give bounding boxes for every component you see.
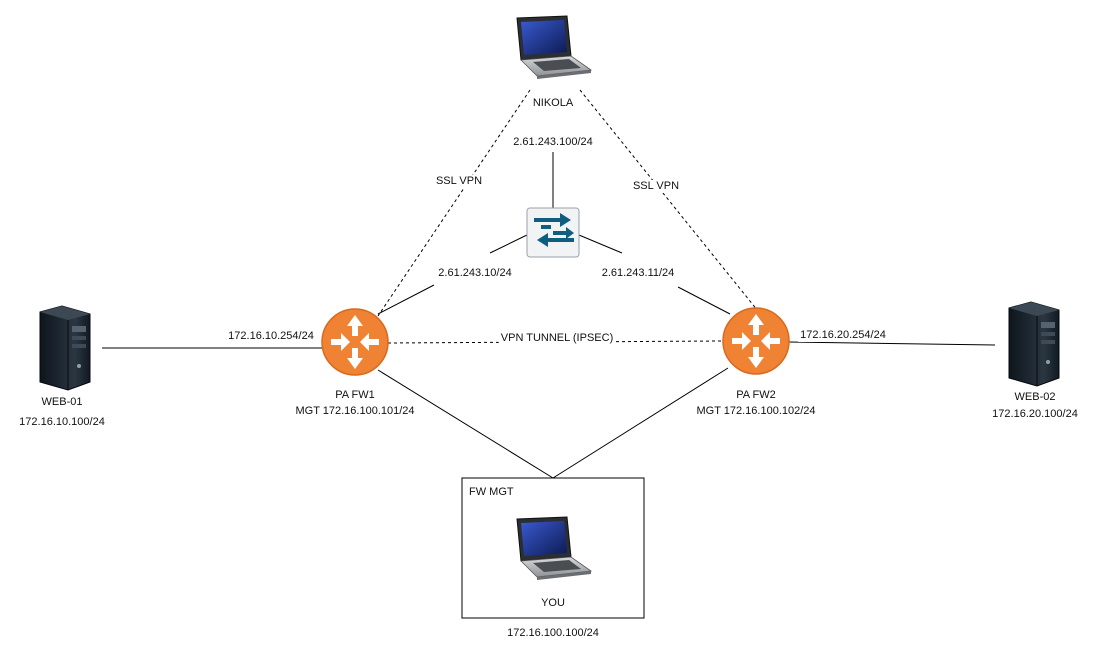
ssl-vpn-left-link [377,89,531,317]
ssl-vpn-right-link [579,89,759,312]
link-fw2-web02 [788,341,996,346]
switch-left-ip: 2.61.243.10/24 [436,267,514,280]
link-switch-fw2-a [578,234,623,254]
server-icon [39,305,91,391]
link-switch-fw2-b [677,286,731,315]
ssl-vpn-right-label: SSL VPN [630,180,682,193]
link-switch-fw1-b [377,284,435,315]
ssl-vpn-left-label: SSL VPN [433,175,485,188]
fw2-inside-ip: 172.16.20.254/24 [798,329,888,342]
you-ip: 172.16.100.100/24 [507,627,599,639]
links-layer [102,89,996,479]
web01-name: WEB-01 [41,396,83,408]
fw1-name: PA FW1 [335,389,375,401]
link-fw2-you [552,367,729,479]
web02-name: WEB-02 [1014,391,1056,403]
fw2-name: PA FW2 [736,389,776,401]
switch-icon [526,207,580,258]
you-name: YOU [541,597,565,609]
fw-mgt-box-title: FW MGT [469,486,514,498]
laptop-icon [516,15,592,80]
link-switch-fw1-a [489,234,528,254]
router-icon [321,308,389,376]
vpn-tunnel-link [387,340,723,344]
nikola-ip: 2.61.243.100/24 [511,136,595,149]
link-fw1-you [377,369,554,479]
switch-right-ip: 2.61.243.11/24 [599,267,677,280]
vpn-tunnel-label: VPN TUNNEL (IPSEC) [498,332,616,345]
fw2-mgt-ip: MGT 172.16.100.102/24 [696,405,816,417]
web02-ip: 172.16.20.100/24 [992,408,1078,420]
fw1-inside-ip: 172.16.10.254/24 [226,330,316,343]
web01-ip: 172.16.10.100/24 [19,416,105,428]
nikola-name: NIKOLA [532,97,574,109]
router-icon [722,307,790,375]
server-icon [1008,301,1060,387]
fw1-mgt-ip: MGT 172.16.100.101/24 [295,405,415,417]
